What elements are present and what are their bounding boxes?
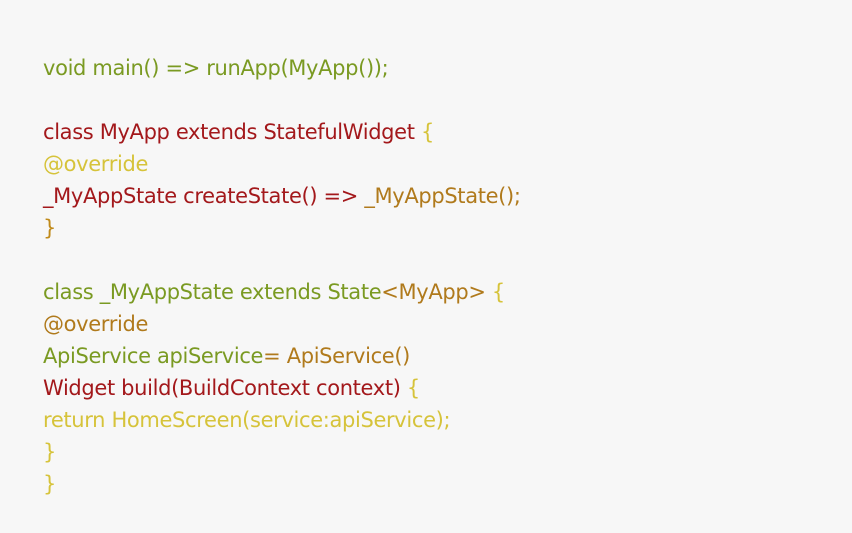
code-token: _MyAppState();	[364, 184, 521, 208]
code-line-8: class _MyAppState extends State<MyApp> {	[43, 276, 852, 308]
code-line-10: ApiService apiService= ApiService()	[43, 340, 852, 372]
code-token: class _MyAppState extends	[43, 280, 328, 304]
code-token: @override	[43, 312, 149, 336]
code-token: class MyApp extends StatefulWidget	[43, 120, 415, 144]
code-token: @override	[43, 152, 149, 176]
code-token: }	[43, 472, 57, 496]
code-line-3: class MyApp extends StatefulWidget {	[43, 116, 852, 148]
code-line-5: _MyAppState createState() => _MyAppState…	[43, 180, 852, 212]
code-token: HomeScreen(service:apiService);	[111, 408, 451, 432]
code-token: {	[414, 120, 434, 144]
code-token: = ApiService()	[263, 344, 411, 368]
code-token: }	[43, 440, 57, 464]
code-token: _MyAppState createState() =>	[43, 184, 365, 208]
code-token: return	[43, 408, 112, 432]
code-line-13: }	[43, 436, 852, 468]
blank-line	[43, 244, 852, 276]
code-token: {	[485, 280, 505, 304]
code-line-1: void main() => runApp(MyApp());	[43, 52, 852, 84]
code-line-11: Widget build(BuildContext context) {	[43, 372, 852, 404]
code-token: Widget build(BuildContext context)	[43, 376, 401, 400]
code-token: State	[327, 280, 382, 304]
blank-line	[43, 84, 852, 116]
code-line-12: return HomeScreen(service:apiService);	[43, 404, 852, 436]
code-token: <MyApp>	[381, 280, 486, 304]
code-token: ApiService apiService	[43, 344, 264, 368]
code-line-9: @override	[43, 308, 852, 340]
code-token: }	[43, 216, 57, 240]
code-token: {	[400, 376, 420, 400]
code-token: void main() => runApp(MyApp());	[43, 56, 389, 80]
code-line-14: }	[43, 468, 852, 500]
code-line-4: @override	[43, 148, 852, 180]
code-line-6: }	[43, 212, 852, 244]
